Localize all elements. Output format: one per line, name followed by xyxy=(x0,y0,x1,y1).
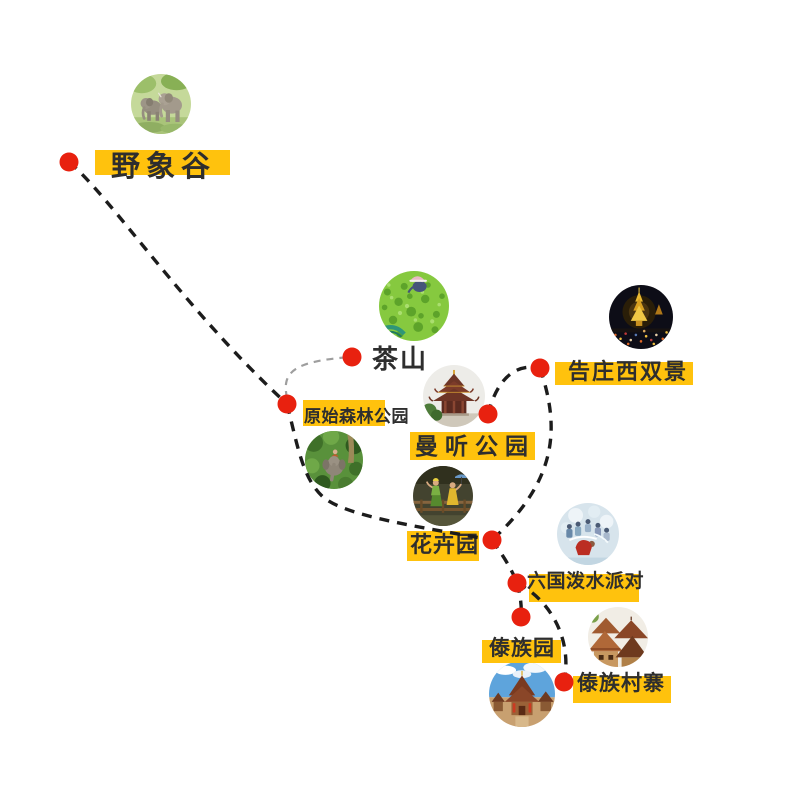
label-text: 原始森林公园 xyxy=(304,407,409,426)
label-text: 曼听公园 xyxy=(415,433,535,459)
label-dai-village: 傣族村寨 xyxy=(573,672,671,703)
marker-dot-gaozhuang xyxy=(530,358,550,378)
label-text: 茶山 xyxy=(372,344,429,374)
label-gaozhuang-xishuangjing: 告庄西双景 xyxy=(555,359,693,385)
label-text: 傣族园 xyxy=(489,637,555,660)
tea-plantation-photo xyxy=(379,271,449,341)
label-text: 告庄西双景 xyxy=(568,359,689,384)
label-text: 花卉园 xyxy=(410,532,480,557)
route-water-party-to-dai-park xyxy=(515,582,523,618)
dai-village-blue-sky-photo xyxy=(489,661,555,727)
label-primitive-forest-park: 原始森林公园 xyxy=(303,400,409,426)
dai-temple-photo xyxy=(423,365,485,427)
label-dai-minority-park: 傣族园 xyxy=(482,637,561,663)
route-yexianggu-to-forest-park xyxy=(67,160,289,406)
marker-dot-huahui xyxy=(482,530,502,550)
marker-dot-daizuyuan xyxy=(511,607,531,627)
label-text: 傣族村寨 xyxy=(577,672,665,695)
night-market-pagoda-photo xyxy=(609,285,673,349)
dai-dancers-photo xyxy=(413,466,473,526)
marker-dot-daicunzhai xyxy=(554,672,574,692)
label-text: 野象谷 xyxy=(111,151,217,183)
route-manting-to-gaozhuang xyxy=(486,365,541,415)
marker-dot-senlin xyxy=(277,394,297,414)
elephant-riding-photo xyxy=(305,431,363,489)
label-flower-garden: 花卉园 xyxy=(407,531,479,561)
marker-dot-poshui xyxy=(507,573,527,593)
marker-dot-chashan xyxy=(342,347,362,367)
route-forest-park-to-tea-mountain xyxy=(284,355,353,399)
two-elephants-photo xyxy=(131,74,191,134)
village-rooftops-photo xyxy=(588,607,648,667)
marker-dot-yexianggu xyxy=(59,152,79,172)
label-tea-mountain: 茶山 xyxy=(372,339,428,376)
label-water-splashing-party: 六国泼水派对 xyxy=(527,571,644,602)
label-text: 六国泼水派对 xyxy=(527,571,645,592)
label-wild-elephant-valley: 野象谷 xyxy=(95,150,230,183)
water-splashing-photo xyxy=(557,503,619,565)
label-manting-park: 曼听公园 xyxy=(410,432,535,460)
route-flower-garden-to-water-party xyxy=(490,539,519,584)
